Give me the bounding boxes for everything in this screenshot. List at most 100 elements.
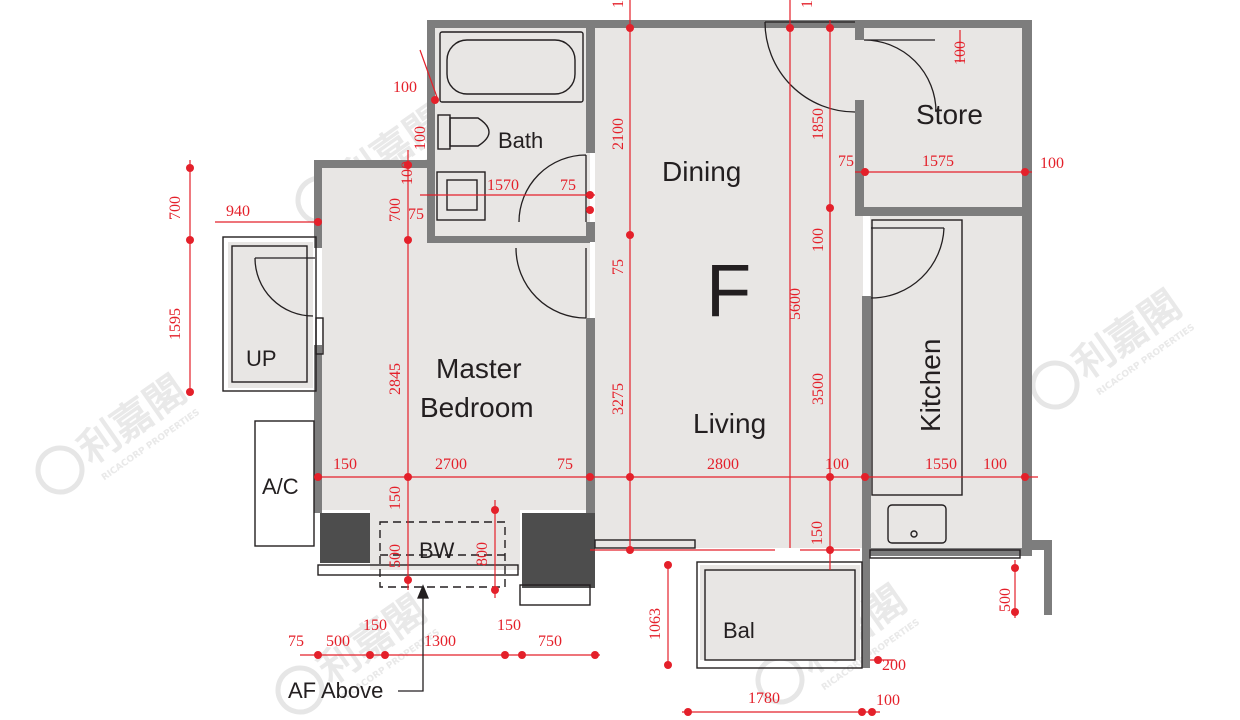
- dimension-ticks: [186, 24, 1029, 716]
- dim-700-left: 700: [167, 196, 184, 220]
- balcony-outline: [696, 561, 863, 669]
- label-living: Living: [693, 408, 766, 439]
- dim-3275: 3275: [610, 383, 627, 415]
- label-bal: Bal: [723, 618, 755, 643]
- door-up: [254, 257, 315, 317]
- wall-master-top: [314, 160, 427, 168]
- dim-3500: 3500: [810, 373, 827, 405]
- dim-500-bw: 500: [387, 544, 404, 568]
- af-arrow: [398, 584, 429, 692]
- dim-5600: 5600: [787, 288, 804, 320]
- label-bedroom: Bedroom: [420, 392, 534, 423]
- dim-100-top-1: 100: [610, 0, 627, 8]
- dim-100-bath-3: 100: [399, 161, 416, 185]
- dim-750: 750: [538, 633, 562, 650]
- wall-bath-right: [586, 28, 595, 153]
- master-bedroom-floor: [322, 165, 590, 510]
- walls: [314, 20, 1052, 668]
- dim-150-living: 150: [809, 521, 826, 545]
- dimension-lines: [189, 0, 1038, 713]
- label-up: UP: [246, 346, 277, 371]
- label-dining: Dining: [662, 156, 741, 187]
- wall-master-left-lower: [314, 345, 322, 513]
- dim-800-bw: 800: [474, 542, 491, 566]
- wall-store-bottom: [855, 207, 1032, 216]
- dim-1595: 1595: [167, 308, 184, 340]
- living-window-frame: [594, 539, 696, 549]
- door-main: [764, 21, 856, 113]
- dimension-labels: 940 700 700 1595 100 100 100 1570 75 75 …: [167, 0, 1064, 709]
- kitchen-sink: [887, 504, 947, 544]
- ac-box: [254, 420, 315, 547]
- store-floor: [863, 28, 1023, 208]
- dim-75-mid: 75: [610, 259, 627, 275]
- up-box-outer: [222, 236, 317, 392]
- wall-master-right: [586, 318, 595, 548]
- kitchen-counter: [871, 219, 963, 496]
- wall-right: [1022, 20, 1032, 550]
- wall-master-left: [314, 160, 322, 248]
- dim-200: 200: [882, 657, 906, 674]
- dim-1575: 1575: [922, 153, 954, 170]
- wall-right-outer: [1044, 540, 1052, 615]
- dim-1780: 1780: [748, 690, 780, 707]
- dim-100-bot: 100: [876, 692, 900, 709]
- dining-living-floor: [595, 28, 863, 548]
- dim-150-row: 150: [333, 456, 357, 473]
- fixtures: [222, 31, 1021, 669]
- dim-100-row-2: 100: [983, 456, 1007, 473]
- dim-1570: 1570: [487, 177, 519, 194]
- master-window: [315, 317, 324, 355]
- dim-100-store-right: 100: [1040, 155, 1064, 172]
- wall-store-left-lower: [855, 100, 864, 215]
- bathtub-inner: [446, 39, 576, 95]
- dim-75-store: 75: [838, 153, 854, 170]
- dim-75-bath-1: 75: [560, 177, 576, 194]
- dim-100-top-2: 100: [799, 0, 816, 8]
- toilet-bowl: [449, 117, 490, 147]
- dim-150-bot-2: 150: [497, 617, 521, 634]
- dim-75-row: 75: [557, 456, 573, 473]
- label-af-above: AF Above: [288, 678, 383, 703]
- dim-700-inner: 700: [387, 198, 404, 222]
- dim-500-right: 500: [997, 588, 1014, 612]
- wall-top: [427, 20, 1032, 28]
- balcony-inner: [704, 569, 856, 661]
- label-ac: A/C: [262, 474, 299, 499]
- door-master: [515, 247, 587, 319]
- wall-kitchen-pillar: [1022, 540, 1052, 550]
- dim-1550: 1550: [925, 456, 957, 473]
- wall-bath-bottom: [427, 236, 590, 243]
- wall-bath-right-lower: [586, 222, 595, 242]
- dim-2845: 2845: [387, 363, 404, 395]
- dim-100-store-top: 100: [952, 41, 969, 65]
- door-bath: [518, 154, 587, 223]
- wall-kitchen-bottom: [862, 548, 1032, 556]
- dim-1063: 1063: [647, 608, 664, 640]
- wall-bw-left: [320, 513, 370, 563]
- label-bw: BW: [419, 538, 455, 563]
- dim-100-bath-1: 100: [393, 79, 417, 96]
- dim-100-kitchen-top: 100: [810, 228, 827, 252]
- dim-500-bot: 500: [326, 633, 350, 650]
- dim-2100: 2100: [610, 118, 627, 150]
- wall-store-left: [855, 20, 864, 40]
- label-master: Master: [436, 353, 522, 384]
- doors: [254, 21, 945, 319]
- kitchen-window-frame: [869, 549, 1021, 559]
- watermark-1: 利嘉閣 RICACORP PROPERTIES: [35, 367, 202, 495]
- door-store: [863, 39, 937, 113]
- bottom-frame: [317, 564, 519, 576]
- wall-bath-left: [427, 20, 435, 242]
- wall-balcony-right: [862, 556, 870, 668]
- room-labels: Bath Dining Store F Master Bedroom Livin…: [246, 99, 983, 703]
- kitchen-drain: [910, 530, 918, 538]
- label-kitchen: Kitchen: [915, 339, 946, 432]
- dim-2800: 2800: [707, 456, 739, 473]
- label-store: Store: [916, 99, 983, 130]
- up-box-inner: [231, 245, 308, 383]
- kitchen-floor: [870, 215, 1023, 555]
- door-kitchen: [870, 227, 945, 299]
- watermark-5: 利嘉閣 RICACORP PROPERTIES: [1030, 282, 1197, 410]
